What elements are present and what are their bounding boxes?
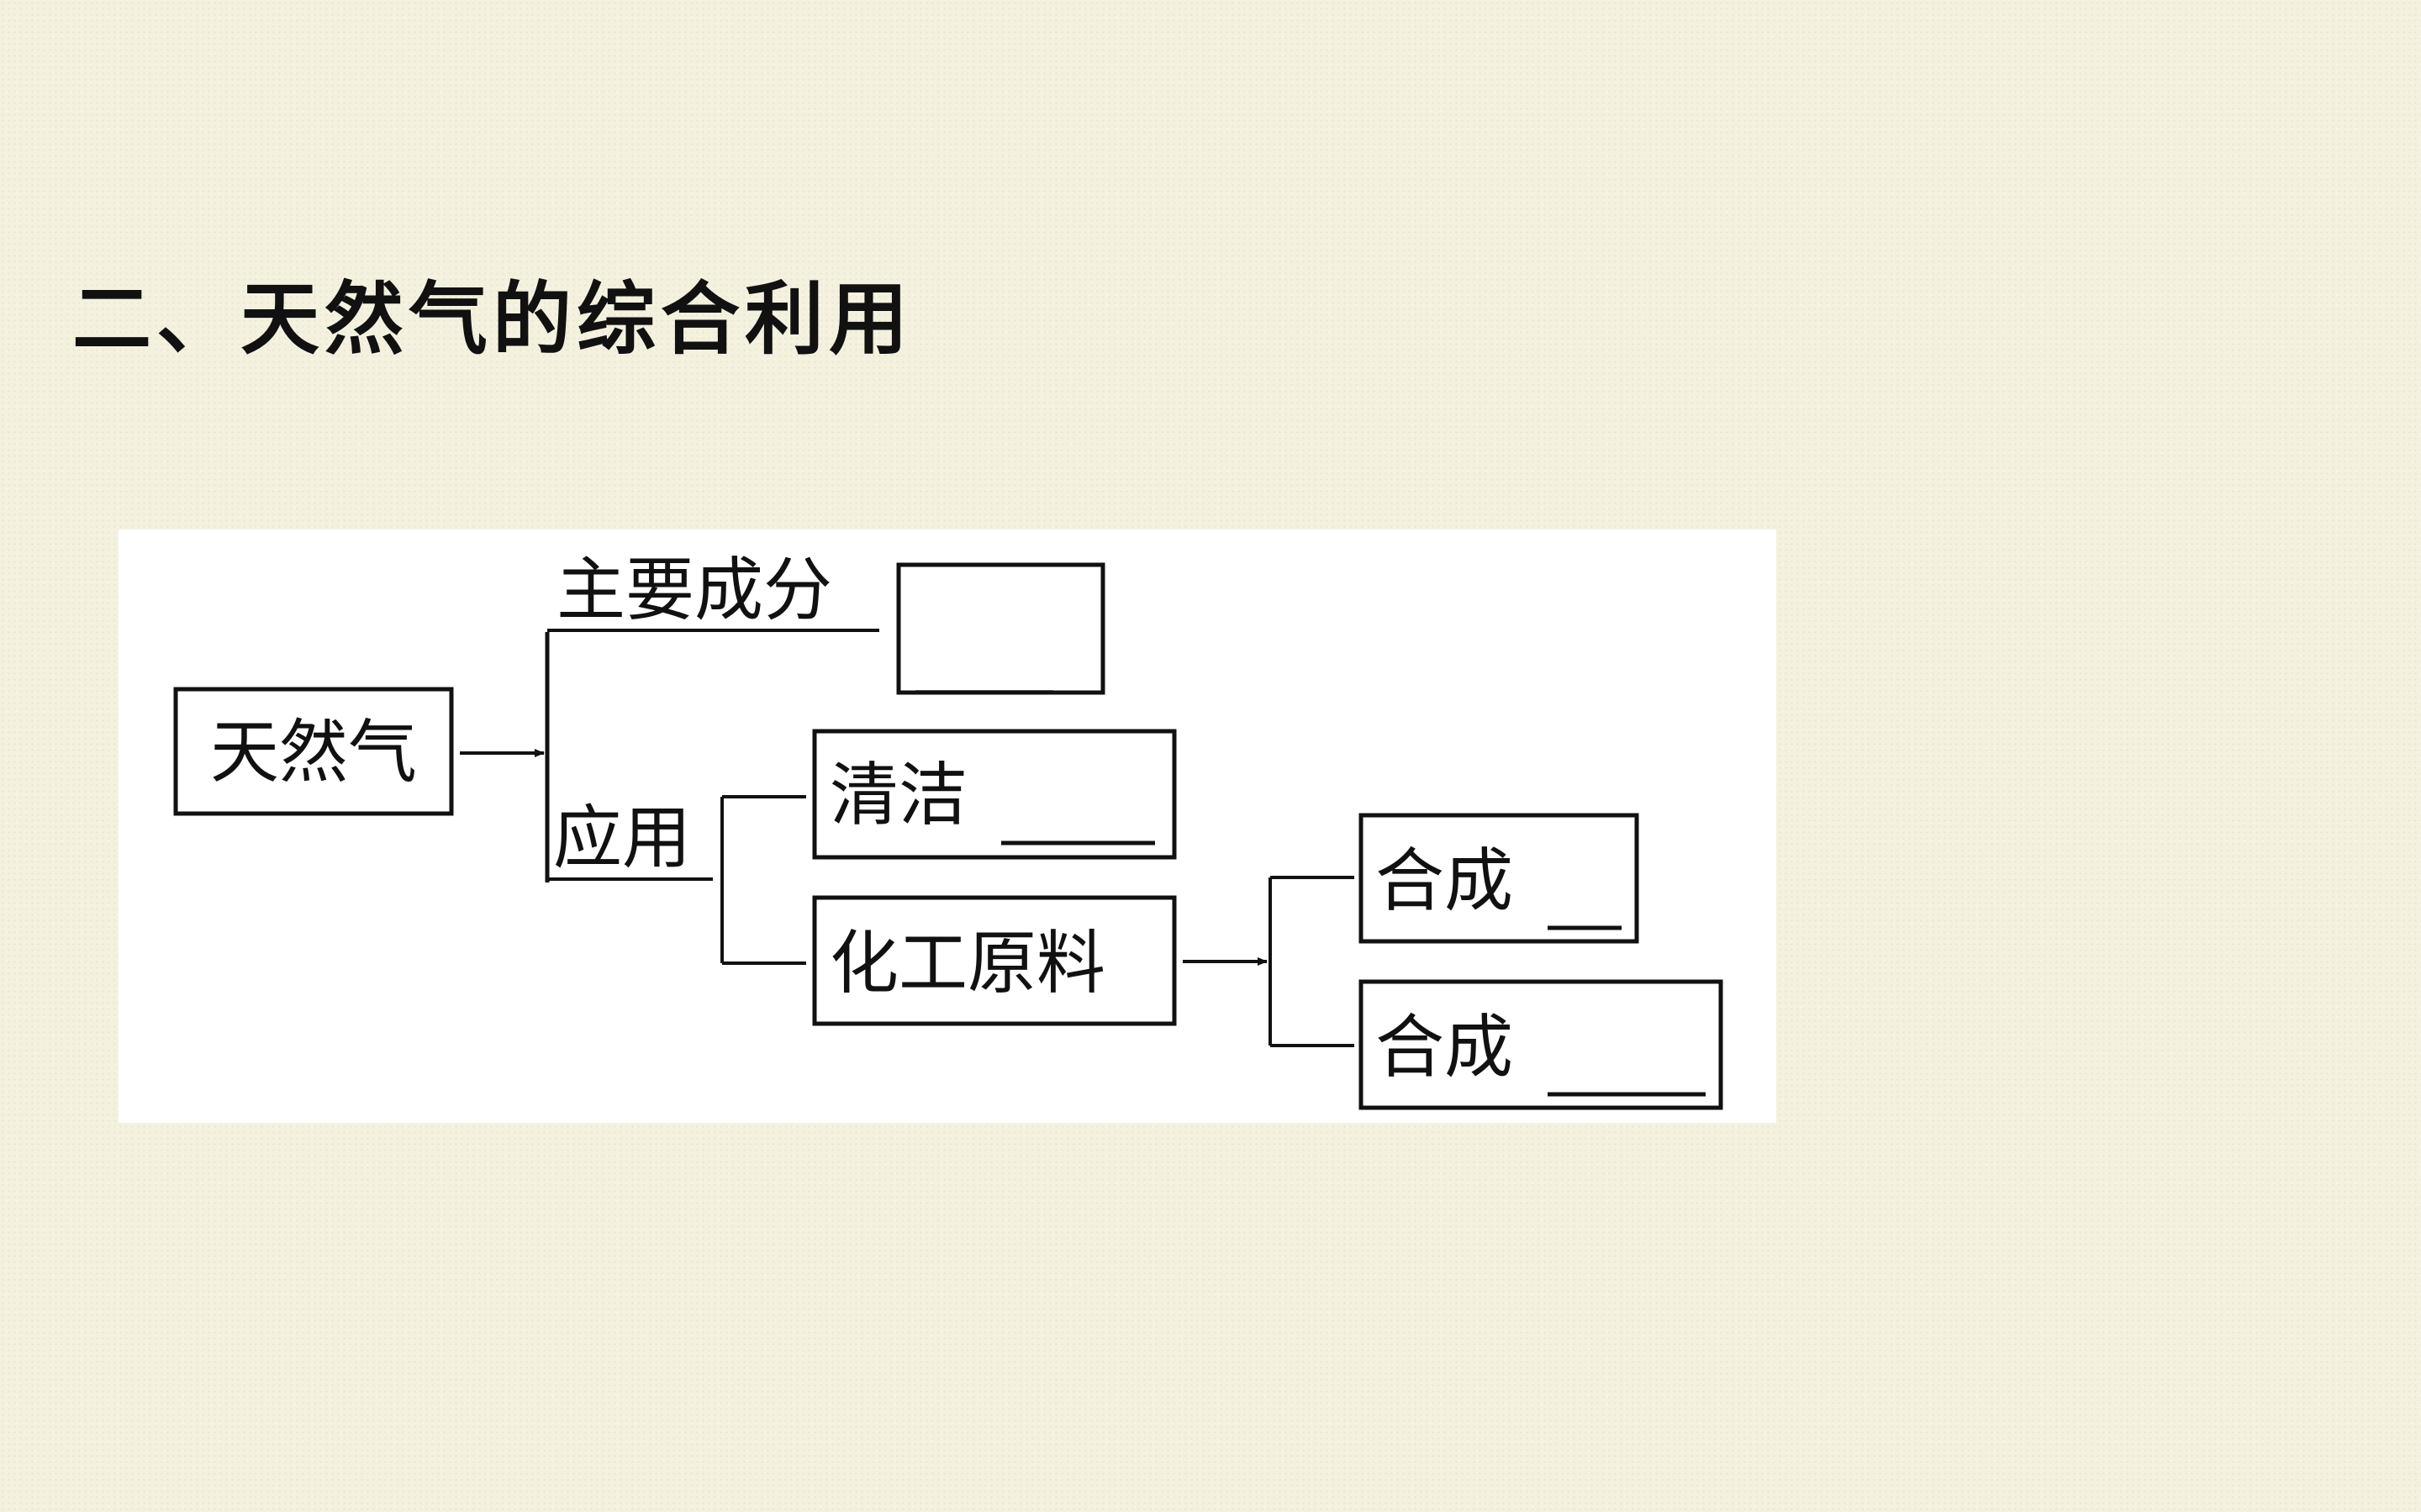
clean-fuel-box — [812, 729, 1177, 860]
concept-diagram: 天然气 主要成分 ____ 应用 清洁 化工原料 合成 — [119, 529, 1776, 1123]
root-node-label: 天然气 — [210, 713, 417, 793]
slide-title: 二、天然气的综合利用 — [72, 273, 914, 366]
clean-fuel-label: 清洁 — [830, 756, 968, 835]
raw-material-label: 化工原料 — [830, 924, 1105, 1004]
main-component-label: 主要成分 — [556, 551, 832, 630]
synthesis-2-label: 合成 — [1375, 1008, 1513, 1088]
main-component-answer-box — [896, 562, 1105, 695]
root-node-box — [173, 687, 454, 816]
raw-material-box — [812, 895, 1177, 1026]
synthesis-2-box — [1358, 979, 1723, 1110]
main-component-blank: ____ — [915, 614, 1053, 693]
application-label: 应用 — [553, 798, 691, 878]
synthesis-1-box — [1358, 813, 1639, 944]
synthesis-1-label: 合成 — [1375, 841, 1513, 921]
